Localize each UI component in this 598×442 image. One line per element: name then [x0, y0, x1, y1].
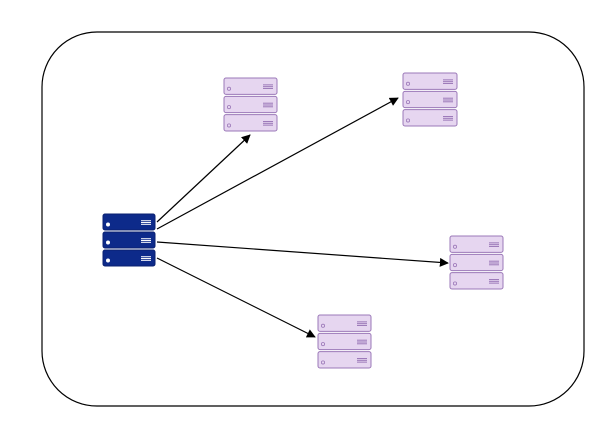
status-light-icon [452, 281, 457, 286]
status-light-icon [405, 100, 410, 105]
status-light-icon [226, 123, 231, 128]
server-unit [449, 253, 504, 272]
server-unit [223, 95, 278, 114]
nodes-layer [102, 72, 504, 369]
server-unit [317, 332, 372, 351]
edge-source-server-to-target-server-3 [156, 241, 449, 267]
server-unit [223, 77, 278, 95]
edge-source-server-to-target-server-2 [156, 97, 399, 230]
server-rack-icon [317, 314, 372, 369]
server-rack-icon [102, 213, 156, 267]
server-unit [449, 272, 504, 290]
status-light-icon [452, 244, 457, 249]
status-light-icon [106, 240, 111, 245]
server-unit [317, 351, 372, 369]
target-server-4[interactable] [317, 314, 372, 369]
server-rack-icon [449, 235, 504, 290]
status-light-icon [452, 263, 457, 268]
server-unit [402, 72, 458, 90]
status-light-icon [320, 342, 325, 347]
edge-source-server-to-target-server-4 [156, 257, 316, 338]
server-unit [102, 231, 156, 249]
status-light-icon [106, 258, 111, 263]
edge-source-server-to-target-server-1 [156, 134, 251, 223]
server-unit [402, 90, 458, 109]
server-unit [449, 235, 504, 253]
status-light-icon [106, 222, 111, 227]
status-light-icon [226, 105, 231, 110]
target-server-3[interactable] [449, 235, 504, 290]
target-server-1[interactable] [223, 77, 278, 132]
server-rack-icon [402, 72, 458, 127]
status-light-icon [405, 81, 410, 86]
server-unit [317, 314, 372, 332]
network-boundary [41, 31, 585, 407]
status-light-icon [320, 360, 325, 365]
server-unit [102, 249, 156, 267]
source-server[interactable] [102, 213, 156, 267]
target-server-2[interactable] [402, 72, 458, 127]
server-unit [402, 109, 458, 127]
status-light-icon [226, 86, 231, 91]
status-light-icon [320, 323, 325, 328]
status-light-icon [405, 118, 410, 123]
edges-layer [156, 97, 449, 338]
server-rack-icon [223, 77, 278, 132]
server-unit [223, 114, 278, 132]
server-unit [102, 213, 156, 231]
